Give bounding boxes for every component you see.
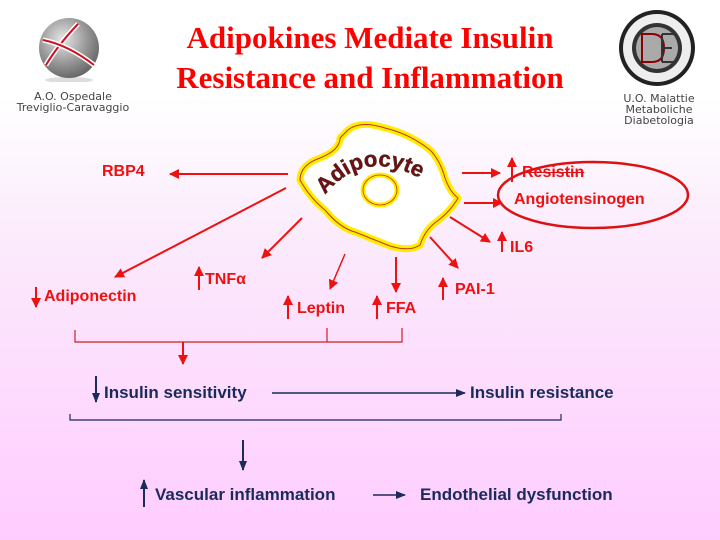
title-line-2: Resistance and Inflammation xyxy=(176,60,564,95)
ffa-label: FFA xyxy=(386,300,417,317)
diabetologia-seal-logo-icon xyxy=(619,10,695,86)
hospital-cross-sphere-logo-icon xyxy=(39,18,99,83)
diabetology-caption-3: Diabetologia xyxy=(624,114,694,127)
arrow-to-pai1 xyxy=(429,236,459,269)
il6-label: IL6 xyxy=(510,239,534,256)
adiponectin-label: Adiponectin xyxy=(44,288,137,305)
vascular-inflammation-label: Vascular inflammation xyxy=(155,485,336,504)
arrow-to-tnf xyxy=(261,217,303,259)
hospital-logo: A.O. Ospedale Treviglio-Caravaggio xyxy=(8,10,138,113)
endothelial-dysfunction-label: Endothelial dysfunction xyxy=(420,485,613,504)
adipokine-bracket xyxy=(74,328,403,343)
insulin-bracket xyxy=(69,414,562,421)
hospital-caption-2: Treviglio-Caravaggio xyxy=(16,101,130,114)
diabetology-caption-1: U.O. Malattie xyxy=(623,92,695,105)
arrow-to-leptin xyxy=(328,253,346,290)
title-line-1: Adipokines Mediate Insulin xyxy=(186,20,554,55)
insulin-sensitivity-label: Insulin sensitivity xyxy=(104,383,247,402)
pai1-label: PAI-1 xyxy=(455,281,495,298)
resistin-label: Resistin xyxy=(522,164,585,181)
adipocyte-cell xyxy=(296,121,462,253)
leptin-label: Leptin xyxy=(297,300,345,317)
insulin-resistance-label: Insulin resistance xyxy=(470,383,614,402)
diabetology-logo: U.O. Malattie Metaboliche Diabetologia xyxy=(604,6,714,126)
rbp4-label: RBP4 xyxy=(102,163,145,180)
angiotensinogen-label: Angiotensinogen xyxy=(514,191,645,208)
hospital-caption-1: A.O. Ospedale xyxy=(34,90,112,103)
arrow-to-adiponectin xyxy=(114,187,287,278)
arrow-to-il6 xyxy=(449,216,491,243)
tnf-alpha-label: TNFα xyxy=(205,271,246,288)
diabetology-caption-2: Metaboliche xyxy=(625,103,693,116)
page-title: Adipokines Mediate Insulin Resistance an… xyxy=(140,18,600,98)
highlight-ellipse xyxy=(496,160,690,230)
